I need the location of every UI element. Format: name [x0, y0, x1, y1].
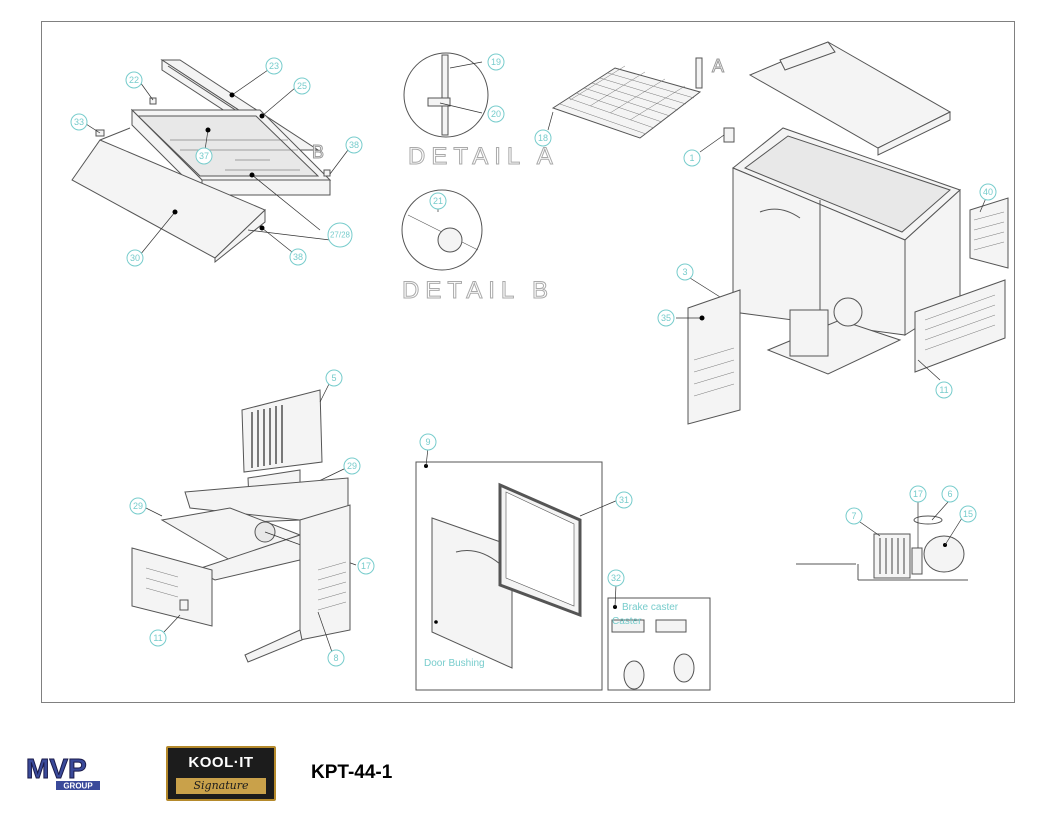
- callout-number: 7: [851, 511, 856, 521]
- callout-number: 30: [130, 253, 140, 263]
- callout-number: 38: [293, 252, 303, 262]
- callout-number: 11: [939, 385, 948, 395]
- callout-number: 25: [297, 81, 307, 91]
- callout-number: 31: [619, 495, 629, 505]
- callout-number: 32: [611, 573, 621, 583]
- callout-bubble: 33: [70, 113, 88, 131]
- callout-number: 22: [129, 75, 139, 85]
- callout-bubble: 38: [289, 248, 307, 266]
- callout-bubble: 3: [676, 263, 694, 281]
- callout-bubble: 30: [126, 249, 144, 267]
- callout-bubble: 20: [487, 105, 505, 123]
- callout-number: 20: [491, 109, 501, 119]
- caster-assembly: [607, 584, 711, 691]
- caster-label: Caster: [612, 616, 642, 627]
- callout-number: 29: [133, 501, 143, 511]
- callout-number: 35: [661, 313, 671, 323]
- callout-bubble: 32: [607, 569, 625, 587]
- callout-number: 9: [425, 437, 430, 447]
- callout-bubble: 21: [429, 192, 447, 210]
- refrigeration-deck: [131, 377, 357, 663]
- callout-bubble: 25: [293, 77, 311, 95]
- callout-bubble: 38: [345, 136, 363, 154]
- callout-number: 40: [983, 187, 993, 197]
- detail-b-letter: B: [312, 142, 324, 162]
- mvp-group-logo: MVP GROUP: [22, 752, 134, 792]
- callout-bubble: 23: [265, 57, 283, 75]
- door-bushing-label: Door Bushing: [424, 658, 485, 669]
- callout-bubble: 17: [909, 485, 927, 503]
- callout-bubble: 27/28: [327, 222, 353, 248]
- door-assembly: [415, 447, 619, 691]
- callout-number: 18: [538, 133, 548, 143]
- model-number: KPT-44-1: [311, 762, 393, 783]
- detail-a-label: DETAIL A: [408, 143, 559, 170]
- callout-bubble: 9: [419, 433, 437, 451]
- callout-bubble: 37: [195, 147, 213, 165]
- callout-bubble: 31: [615, 491, 633, 509]
- callout-number: 27/28: [330, 231, 351, 240]
- callout-number: 3: [682, 267, 687, 277]
- koolit-brand-text: KOOL·IT: [188, 754, 254, 771]
- callout-bubble: 8: [327, 649, 345, 667]
- callout-number: 5: [331, 373, 336, 383]
- callout-bubble: 29: [129, 497, 147, 515]
- exploded-parts-diagram: B DETAIL A DETAIL B: [70, 41, 1009, 691]
- koolit-sub-text: Signature: [176, 778, 266, 794]
- lid-assembly: B: [71, 59, 349, 264]
- callout-bubble: 40: [979, 183, 997, 201]
- callout-number: 8: [333, 653, 338, 663]
- callout-bubble: 17: [357, 557, 375, 575]
- callout-bubble: 7: [845, 507, 863, 525]
- kool-it-signature-logo: KOOL·IT Signature: [166, 746, 276, 801]
- callout-bubble: 6: [941, 485, 959, 503]
- cabinet-assembly: A: [547, 41, 1009, 425]
- mvp-logo-text: MVP: [26, 753, 87, 784]
- callout-number: 11: [153, 633, 162, 643]
- callout-number: 6: [947, 489, 952, 499]
- condensing-unit: [796, 501, 968, 581]
- callout-bubble: 29: [343, 457, 361, 475]
- callout-bubble: 11: [149, 629, 167, 647]
- callout-bubble: 11: [935, 381, 953, 399]
- callout-bubble: 1: [683, 149, 701, 167]
- callout-number: 17: [361, 561, 371, 571]
- callout-bubble: 35: [657, 309, 675, 327]
- callout-bubble: 5: [325, 369, 343, 387]
- brake-caster-label: Brake caster: [622, 602, 679, 613]
- callout-number: 29: [347, 461, 357, 471]
- callout-number: 21: [433, 196, 443, 206]
- detail-a-letter: A: [712, 56, 724, 76]
- callout-number: 17: [913, 489, 923, 499]
- callout-number: 19: [491, 57, 501, 67]
- callout-bubble: 15: [959, 505, 977, 523]
- callout-number: 15: [963, 509, 973, 519]
- callout-number: 33: [74, 117, 84, 127]
- callout-bubble: 22: [125, 71, 143, 89]
- footer: MVP GROUP KOOL·IT Signature KPT-44-1: [0, 740, 1056, 810]
- callout-bubbles: 22 23 25 33 37 38 27/28 30 38 19 20 21 1…: [70, 53, 997, 667]
- detail-views: DETAIL A DETAIL B: [401, 52, 559, 305]
- callout-bubble: 18: [534, 129, 552, 147]
- detail-b-label: DETAIL B: [402, 277, 554, 304]
- callout-number: 37: [199, 151, 209, 161]
- mvp-logo-sub: GROUP: [63, 782, 93, 791]
- callout-number: 1: [689, 153, 694, 163]
- callout-number: 23: [269, 61, 279, 71]
- callout-number: 38: [349, 140, 359, 150]
- callout-bubble: 19: [487, 53, 505, 71]
